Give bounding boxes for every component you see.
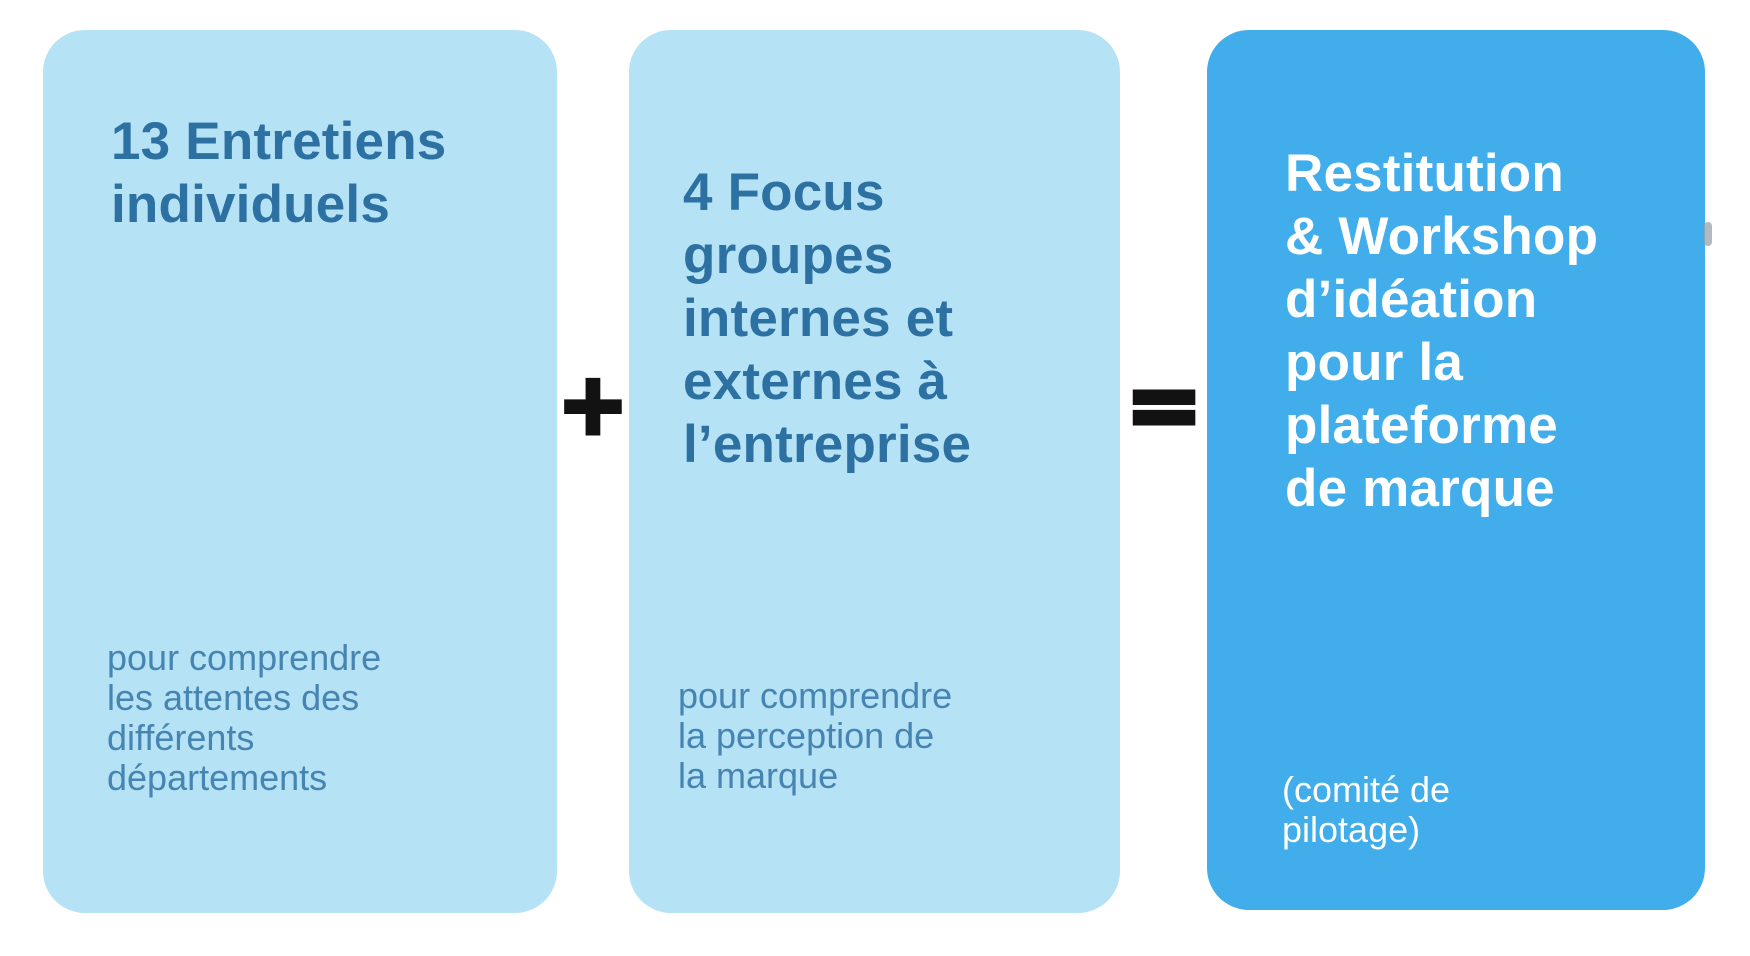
card-title: Restitution & Workshop d’idéation pour l… [1285, 144, 1599, 518]
card-entretiens-individuels: 13 Entretiens individuels pour comprendr… [43, 30, 557, 913]
card-subtext: (comité de pilotage) [1282, 769, 1451, 850]
edge-artifact-mark [1704, 222, 1712, 246]
card-subtext: pour comprendre la perception de la marq… [678, 675, 953, 796]
card-restitution-workshop: Restitution & Workshop d’idéation pour l… [1207, 30, 1705, 910]
equals-glyph: = [1123, 351, 1205, 458]
plus-icon: + [555, 360, 630, 449]
plus-glyph: + [555, 355, 630, 453]
equals-icon: = [1123, 356, 1205, 453]
card-title: 13 Entretiens individuels [111, 112, 447, 234]
card-title: 4 Focus groupes internes et externes à l… [683, 163, 972, 474]
card-subtext: pour comprendre les attentes des différe… [107, 637, 382, 798]
card-focus-groupes: 4 Focus groupes internes et externes à l… [629, 30, 1120, 913]
